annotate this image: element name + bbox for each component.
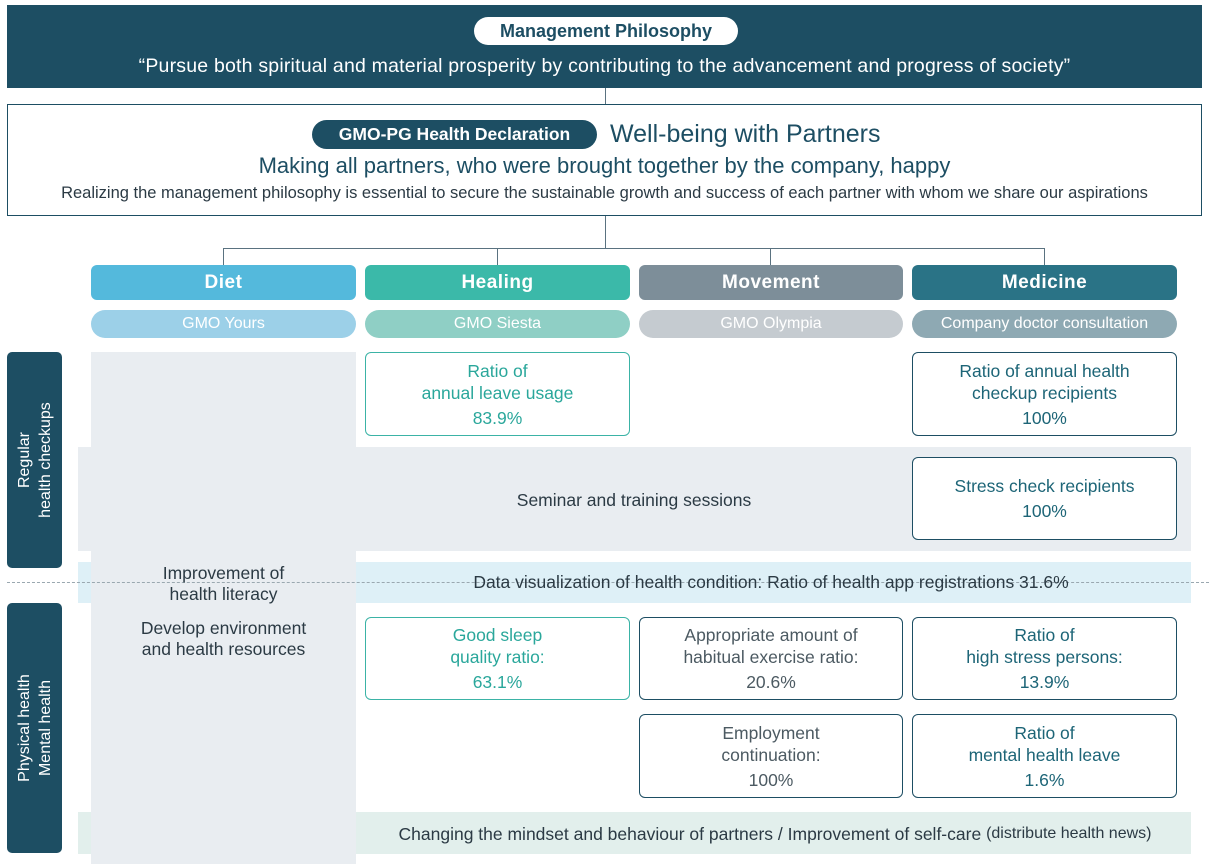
metric-value: 100% <box>1022 407 1067 428</box>
connector-line <box>223 248 224 266</box>
mindset-main: Changing the mindset and behaviour of pa… <box>398 823 982 844</box>
metric-value: 20.6% <box>746 672 796 692</box>
side-label-line: Physical health <box>15 674 33 782</box>
section-divider <box>7 582 1209 583</box>
metric-line: habitual exercise ratio: <box>683 647 859 667</box>
program-gmo-olympia: GMO Olympia <box>639 310 903 338</box>
metric-line: Ratio of <box>467 360 528 381</box>
category-healing: Healing <box>365 265 630 300</box>
management-philosophy-quote: “Pursue both spiritual and material pros… <box>138 54 1071 77</box>
side-label-line: Regular <box>15 431 33 489</box>
management-philosophy-label: Management Philosophy <box>474 17 738 45</box>
side-label-line: health checkups <box>36 402 54 518</box>
metric-line: high stress persons: <box>966 647 1123 667</box>
metric-line: annual leave usage <box>421 382 574 403</box>
metric-value: 100% <box>1022 501 1067 521</box>
metric-value: 100% <box>748 769 794 790</box>
health-literacy-line: Improvement of <box>162 563 285 583</box>
connector-line <box>605 216 606 248</box>
metric-line: Good sleep <box>452 625 543 645</box>
metric-line: Stress check recipients <box>954 476 1135 496</box>
metric-annual-leave: Ratio of annual leave usage 83.9% <box>365 352 630 436</box>
category-medicine: Medicine <box>912 265 1177 300</box>
health-declaration-title: Well-being with Partners <box>610 119 881 148</box>
metric-value: 63.1% <box>472 672 523 692</box>
health-declaration-subtitle: Making all partners, who were brought to… <box>258 153 951 178</box>
health-declaration-label: GMO-PG Health Declaration <box>312 120 597 149</box>
metric-line: checkup recipients <box>972 382 1117 403</box>
environment-text: Develop environment and health resources <box>91 617 356 661</box>
metric-line: Ratio of <box>1014 722 1075 743</box>
metric-line: continuation: <box>721 744 821 765</box>
metric-stress-check: Stress check recipients 100% <box>912 457 1177 540</box>
environment-line: Develop environment <box>140 618 307 638</box>
metric-employment: Employment continuation: 100% <box>639 714 903 798</box>
program-company-doctor: Company doctor consultation <box>912 310 1177 338</box>
health-declaration-description: Realizing the management philosophy is e… <box>61 183 1148 202</box>
metric-line: Employment <box>722 722 820 743</box>
environment-line: and health resources <box>141 639 306 659</box>
diet-column <box>91 352 356 864</box>
metric-line: mental health leave <box>968 744 1121 765</box>
metric-line: quality ratio: <box>450 647 545 667</box>
metric-line: Ratio of annual health <box>959 360 1130 381</box>
metric-exercise: Appropriate amount of habitual exercise … <box>639 617 903 700</box>
program-gmo-siesta: GMO Siesta <box>365 310 630 338</box>
metric-line: Ratio of <box>1014 625 1075 645</box>
metric-line: Appropriate amount of <box>684 625 858 645</box>
metric-good-sleep: Good sleep quality ratio: 63.1% <box>365 617 630 700</box>
mindset-text: Changing the mindset and behaviour of pa… <box>365 820 1185 848</box>
side-label-regular-checkups: Regular health checkups <box>7 352 62 568</box>
side-label-physical-mental: Physical health Mental health <box>7 603 62 853</box>
category-diet: Diet <box>91 265 356 300</box>
health-literacy-text: Improvement of health literacy <box>91 562 356 606</box>
program-gmo-yours: GMO Yours <box>91 310 356 338</box>
metric-health-checkup: Ratio of annual health checkup recipient… <box>912 352 1177 436</box>
category-movement: Movement <box>639 265 903 300</box>
connector-line <box>1044 248 1045 266</box>
metric-value: 83.9% <box>472 407 523 428</box>
metric-high-stress: Ratio of high stress persons: 13.9% <box>912 617 1177 700</box>
data-visualization-text: Data visualization of health condition: … <box>473 571 1069 592</box>
health-literacy-line: health literacy <box>169 584 278 604</box>
metric-value: 1.6% <box>1024 769 1065 790</box>
health-declaration-box <box>7 104 1202 216</box>
connector-line <box>605 88 606 104</box>
connector-line <box>497 248 498 266</box>
side-label-line: Mental health <box>36 679 54 777</box>
metric-mental-leave: Ratio of mental health leave 1.6% <box>912 714 1177 798</box>
mindset-note: (distribute health news) <box>986 825 1152 842</box>
metric-value: 13.9% <box>1019 672 1070 692</box>
connector-line <box>223 248 1045 249</box>
seminar-text: Seminar and training sessions <box>516 489 752 510</box>
connector-line <box>770 248 771 266</box>
